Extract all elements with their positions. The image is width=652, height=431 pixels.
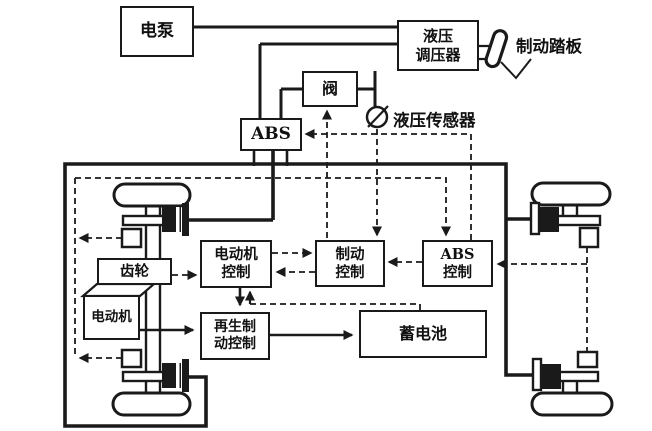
wheel-rear-left-icon xyxy=(111,391,192,417)
wheel-assemblies xyxy=(111,181,614,417)
box-abs-unit: ABS xyxy=(240,118,302,151)
hydraulic-line-network xyxy=(63,25,579,428)
box-valve: 阀 xyxy=(302,71,358,107)
pressure-sensor-icon xyxy=(365,105,389,129)
brake-caliper-rear-left-icon xyxy=(162,359,189,392)
brake-caliper-front-left-icon xyxy=(162,203,189,236)
wheel-rear-right-icon xyxy=(530,391,614,417)
signal-absctrl-to-abs xyxy=(304,129,472,240)
wheel-front-left-icon xyxy=(112,182,192,208)
line-regulator-to-abs xyxy=(258,42,399,120)
line-valve-to-abs xyxy=(279,87,302,120)
signal-line-network xyxy=(74,109,588,363)
line-abs-to-front-left-caliper xyxy=(189,150,275,222)
box-abs-control: ABS 控制 xyxy=(422,240,493,287)
signal-left-sensor-bus-to-absctrl xyxy=(75,177,451,237)
drive-shaft-left xyxy=(144,203,162,395)
box-electric-pump: 电泵 xyxy=(120,6,194,57)
pressure-sensor-label: 液压传感器 xyxy=(393,111,476,130)
axle-bar-front-right xyxy=(550,214,602,227)
axle-stubs-right xyxy=(561,203,579,395)
box-electric-motor: 电动机 xyxy=(83,295,140,340)
box-battery: 蓄电池 xyxy=(359,310,487,358)
speed-sensor-front-right-icon xyxy=(578,226,600,249)
speed-sensor-rear-right-icon xyxy=(576,350,599,369)
brake-pedal-icon xyxy=(484,29,532,80)
signal-battery-to-motorctrl xyxy=(250,303,421,310)
brake-pedal-label: 制动踏板 xyxy=(516,37,582,56)
brake-caliper-rear-right-icon xyxy=(531,357,561,392)
signal-right-sensors-to-absctrl xyxy=(498,247,588,352)
speed-sensor-rear-left-icon xyxy=(120,348,143,369)
box-regen-brake-control: 再生制 动控制 xyxy=(200,312,270,360)
brake-caliper-front-right-icon xyxy=(529,201,559,236)
line-regulator-to-sensor xyxy=(357,71,377,107)
box-brake-control: 制动 控制 xyxy=(315,240,385,287)
brake-pipe-loop xyxy=(63,162,536,428)
box-motor-control: 电动机 控制 xyxy=(200,240,272,288)
speed-sensor-front-left-icon xyxy=(120,227,143,249)
box-hydraulic-regulator: 液压 调压器 xyxy=(397,20,479,71)
box-gear: 齿轮 xyxy=(97,258,172,285)
wheel-front-right-icon xyxy=(530,181,612,207)
